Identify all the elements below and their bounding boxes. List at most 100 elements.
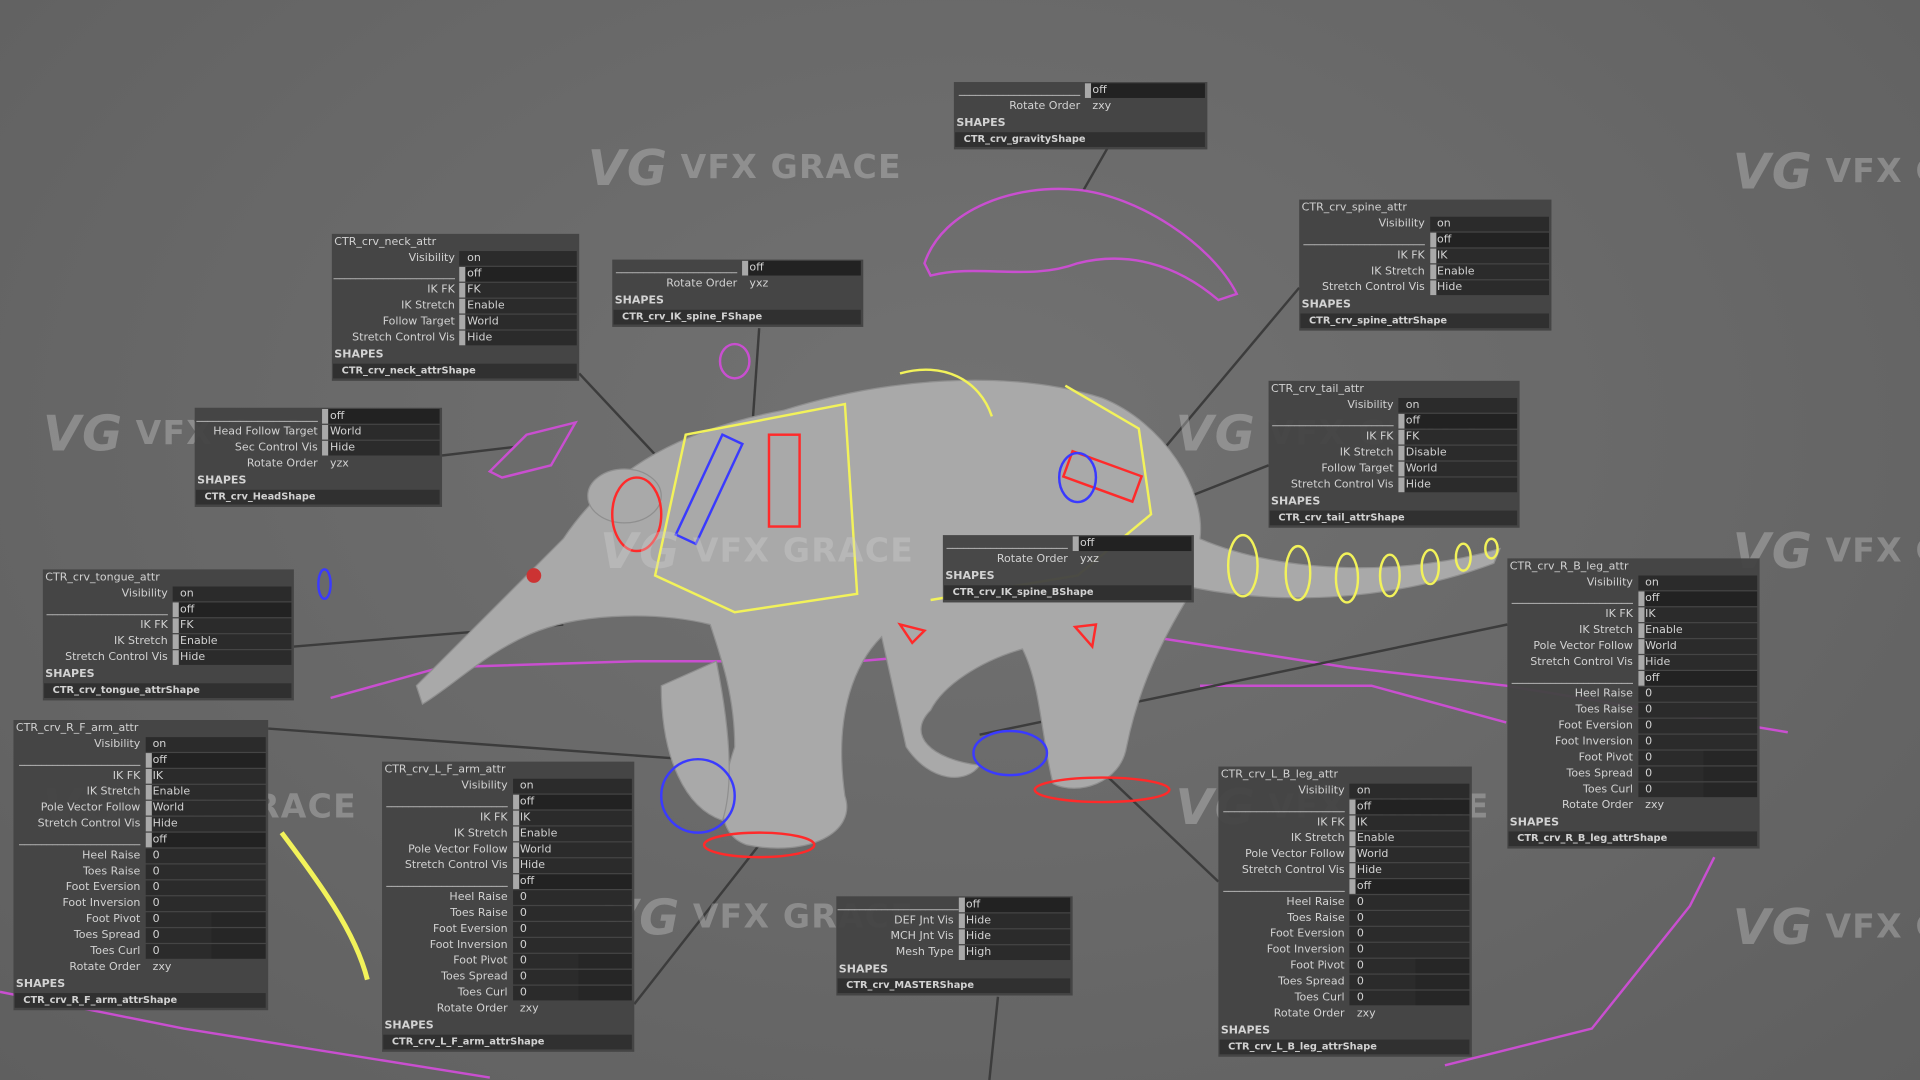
attr-value-field[interactable]: Hide [512,858,632,874]
attr-row[interactable]: ______________________off [944,536,1192,552]
attr-value-field[interactable]: off [1085,83,1205,98]
attr-value-field[interactable]: off [145,753,266,768]
attr-value-field[interactable]: World [322,424,440,440]
shape-node[interactable]: CTR_crv_tongue_attrShape [44,683,292,698]
attr-row[interactable]: ______________________off [1270,413,1518,430]
attr-value-field[interactable]: 0 [1349,958,1470,974]
attr-value-field[interactable]: on [1398,397,1518,413]
attr-value-field[interactable]: 0 [1637,702,1758,718]
attr-row[interactable]: ______________________off [196,408,440,425]
attr-row[interactable]: ______________________off [1220,799,1470,816]
attr-value-field[interactable]: yxz [749,277,769,291]
attr-value-field[interactable]: Enable [1349,831,1470,847]
yellow-control-curves[interactable] [279,368,1499,981]
attr-value-field[interactable]: zxy [519,1002,539,1016]
attr-value-field[interactable]: Enable [512,826,632,842]
attr-row[interactable]: ______________________off [383,874,632,890]
attr-value-field[interactable]: zxy [1092,100,1112,113]
attr-value-field[interactable]: 0 [512,922,632,937]
shape-node[interactable]: CTR_crv_L_B_leg_attrShape [1219,1039,1470,1055]
attr-value-field[interactable]: Enable [1637,623,1758,638]
attr-value-field[interactable]: Hide [958,913,1071,929]
attr-value-field[interactable]: 0 [512,890,632,905]
shape-node[interactable]: CTR_crv_MASTERShape [837,978,1071,994]
magenta-control-curves[interactable] [487,187,1239,479]
attr-value-field[interactable]: IK [1637,607,1758,623]
attr-value-field[interactable]: 0 [145,928,266,943]
attr-row[interactable]: ______________________off [333,266,577,283]
attr-value-field[interactable]: off [1349,879,1470,894]
attr-row[interactable]: ______________________off [1509,671,1758,687]
attr-value-field[interactable]: Hide [172,650,292,665]
attr-row[interactable]: ______________________off [15,753,266,769]
attr-value-field[interactable]: Hide [1349,863,1470,878]
attr-value-field[interactable]: Disable [1398,445,1518,461]
attr-row[interactable]: ______________________off [383,794,632,811]
attr-value-field[interactable]: Hide [958,929,1071,945]
attr-value-field[interactable]: IK [1349,815,1470,831]
attr-value-field[interactable]: off [172,602,292,618]
attr-value-field[interactable]: World [1398,461,1518,477]
attr-row[interactable]: ______________________off [15,832,266,849]
attr-value-field[interactable]: 0 [1637,766,1758,782]
shape-node[interactable]: CTR_crv_L_F_arm_attrShape [383,1034,632,1050]
shape-node[interactable]: CTR_crv_R_F_arm_attrShape [14,993,266,1008]
attr-value-field[interactable]: off [1072,536,1192,552]
shape-node[interactable]: CTR_crv_gravityShape [955,132,1205,147]
attr-value-field[interactable]: off [1637,671,1758,686]
attr-value-field[interactable]: on [145,737,266,752]
attr-row[interactable]: ______________________off [838,897,1071,914]
attr-value-field[interactable]: Hide [1398,477,1518,493]
attr-value-field[interactable]: off [512,794,632,810]
attr-value-field[interactable]: 0 [1637,734,1758,750]
attr-value-field[interactable]: yzx [329,457,349,471]
attr-value-field[interactable]: FK [172,618,292,634]
shape-node[interactable]: CTR_crv_IK_spine_BShape [944,585,1192,601]
attr-value-field[interactable]: off [1637,591,1758,607]
attr-value-field[interactable]: 0 [145,912,266,927]
attr-value-field[interactable]: on [1637,575,1758,591]
attr-value-field[interactable]: off [1429,232,1549,248]
shape-node[interactable]: CTR_crv_IK_spine_FShape [613,309,861,325]
